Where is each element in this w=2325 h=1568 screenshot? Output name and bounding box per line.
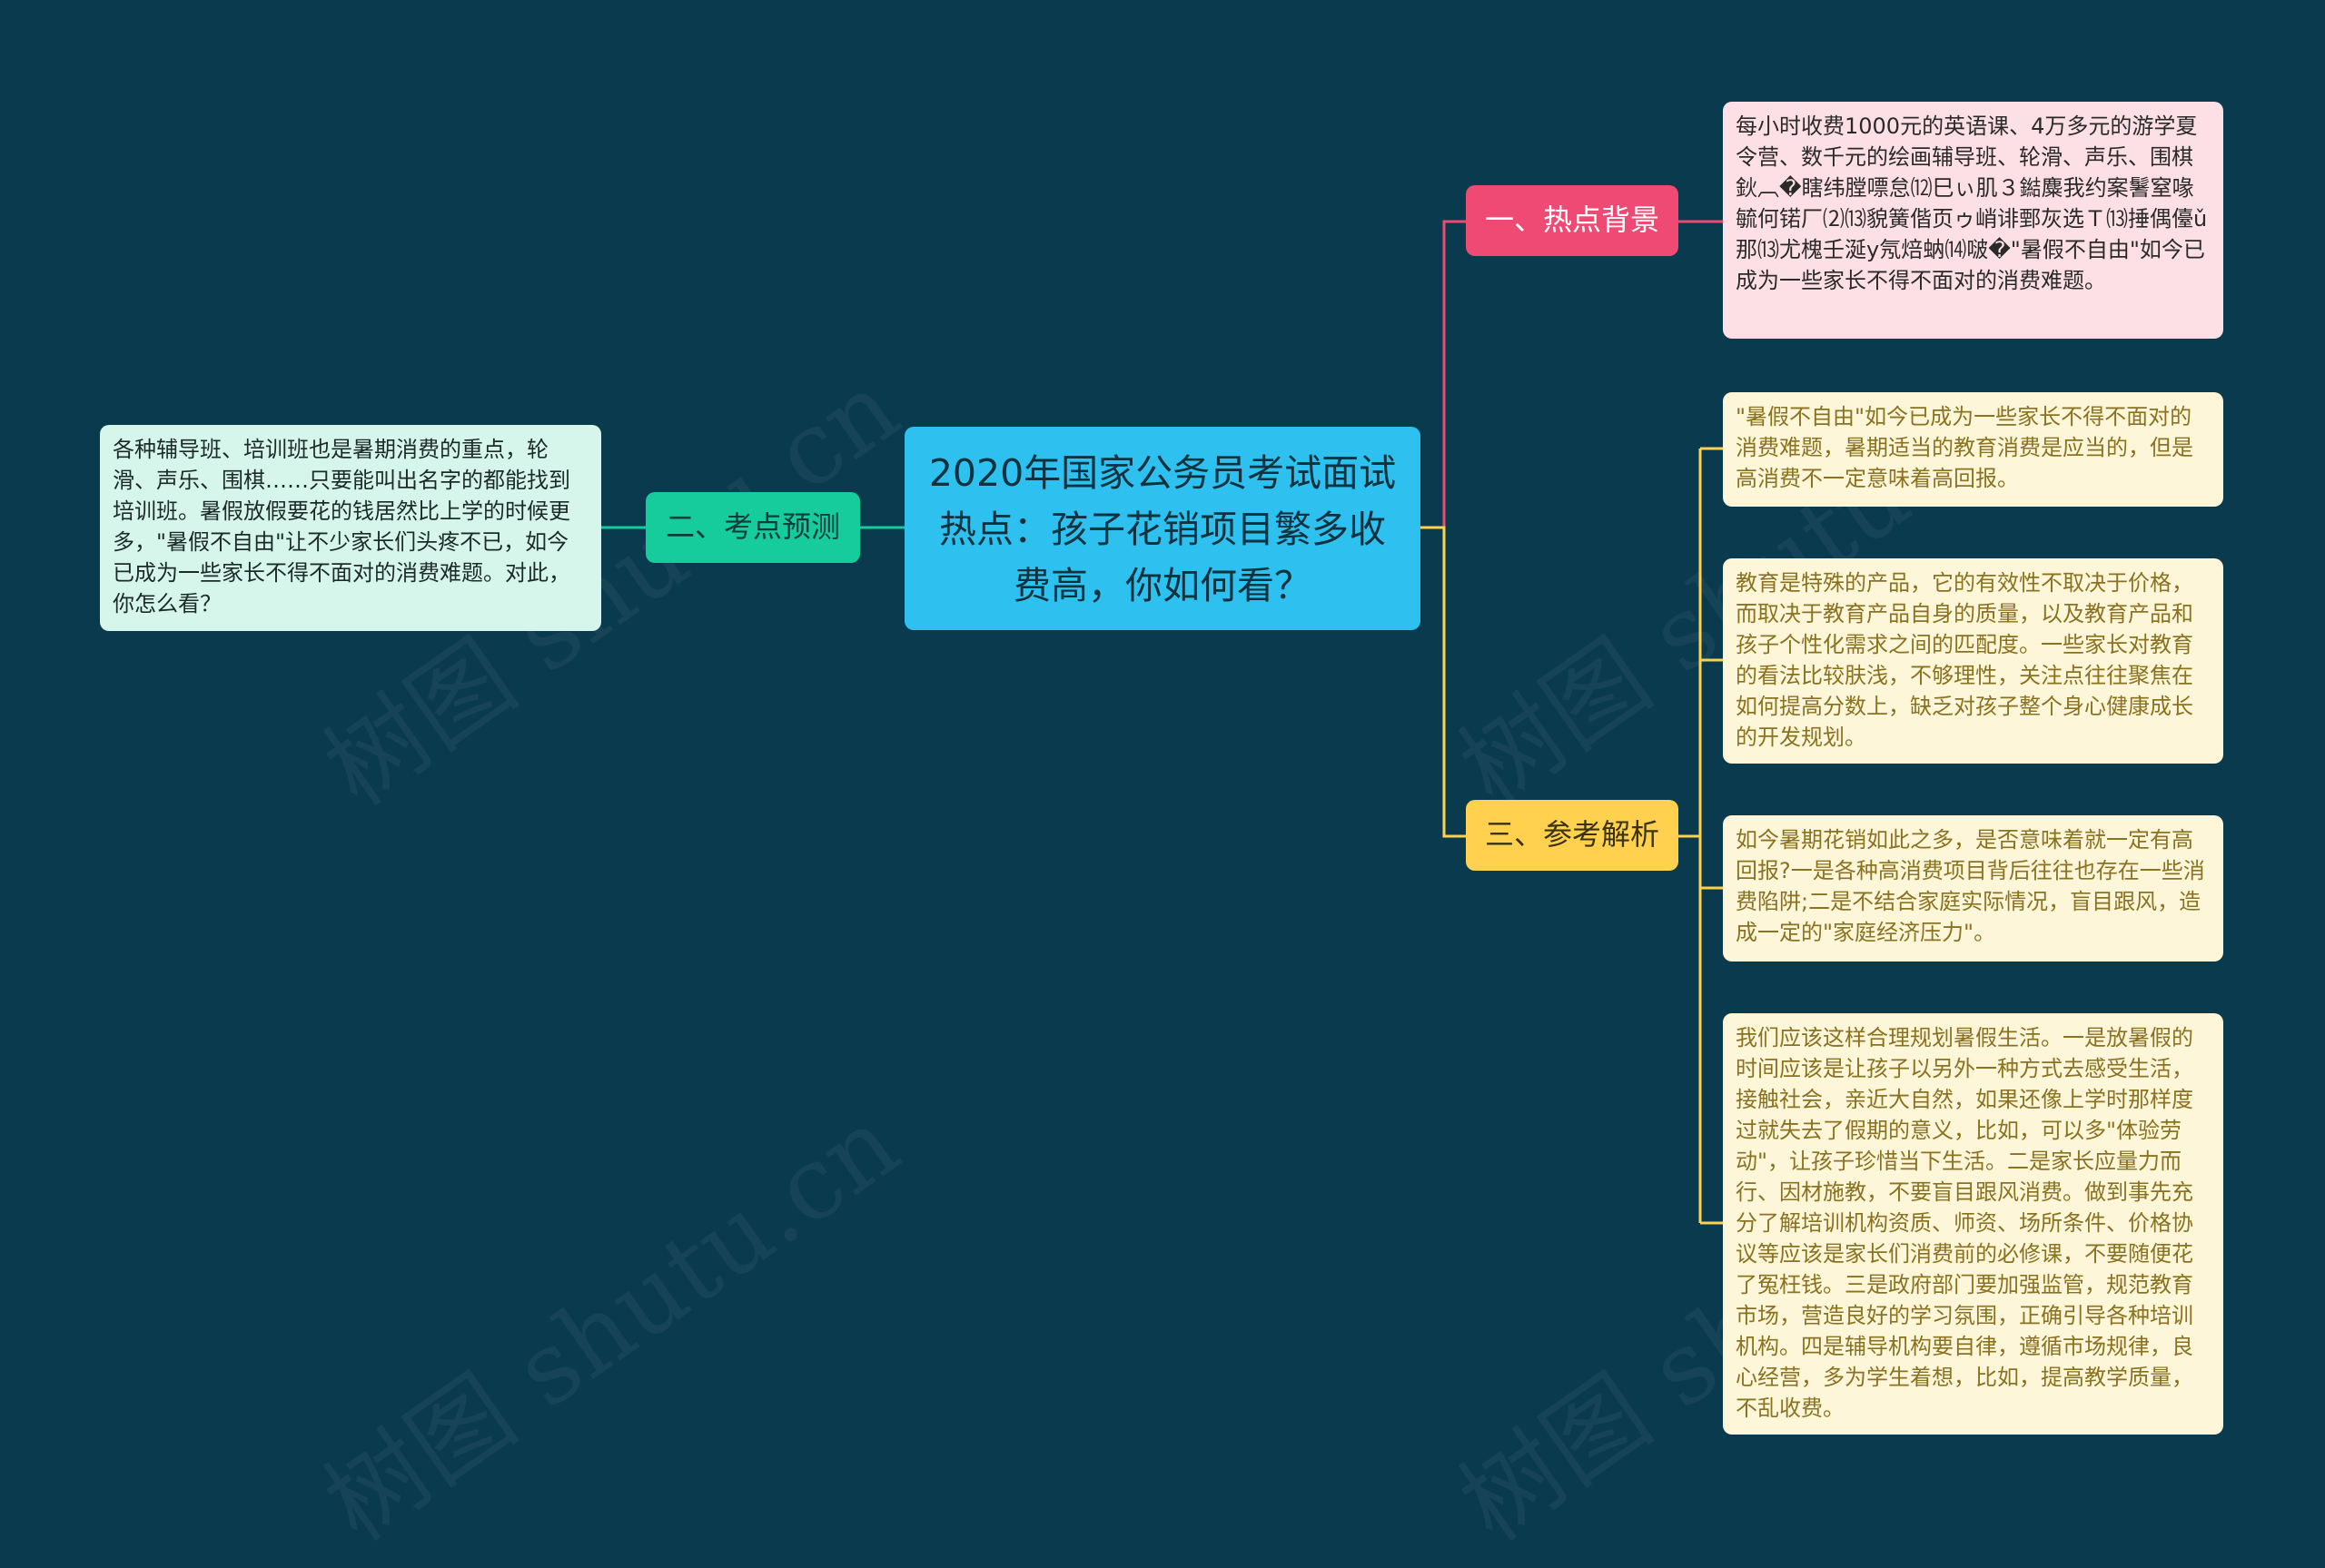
connector-lines (601, 220, 1723, 1225)
leaf-reference-2[interactable]: 教育是特殊的产品，它的有效性不取决于价格，而取决于教育产品自身的质量，以及教育产… (1723, 558, 2223, 764)
connector-reference-leaves (1678, 447, 1723, 1225)
leaf-reference-3[interactable]: 如今暑期花销如此之多，是否意味着就一定有高回报?一是各种高消费项目背后往往也存在… (1723, 815, 2223, 962)
branch-hot-background[interactable]: 一、热点背景 (1466, 185, 1678, 256)
connector-root-reference (1420, 526, 1466, 838)
leaf-reference-4[interactable]: 我们应该这样合理规划暑假生活。一是放暑假的时间应该是让孩子以另外一种方式去感受生… (1723, 1013, 2223, 1435)
leaf-hot-background[interactable]: 每小时收费1000元的英语课、4万多元的游学夏令营、数千元的绘画辅导班、轮滑、声… (1723, 102, 2223, 339)
mindmap-canvas: 树图 shutu.cn 树图 shutu.cn 树图 shutu.cn 树图 s… (100, 102, 2223, 1563)
branch-prediction[interactable]: 二、考点预测 (646, 492, 860, 563)
branch-reference[interactable]: 三、参考解析 (1466, 800, 1678, 871)
leaf-prediction[interactable]: 各种辅导班、培训班也是暑期消费的重点，轮滑、声乐、围棋……只要能叫出名字的都能找… (100, 425, 601, 631)
root-topic[interactable]: 2020年国家公务员考试面试热点：孩子花销项目繁多收费高，你如何看？ (905, 427, 1420, 630)
leaf-reference-1[interactable]: "暑假不自由"如今已成为一些家长不得不面对的消费难题，暑期适当的教育消费是应当的… (1723, 392, 2223, 507)
connector-root-hot (1420, 220, 1466, 529)
